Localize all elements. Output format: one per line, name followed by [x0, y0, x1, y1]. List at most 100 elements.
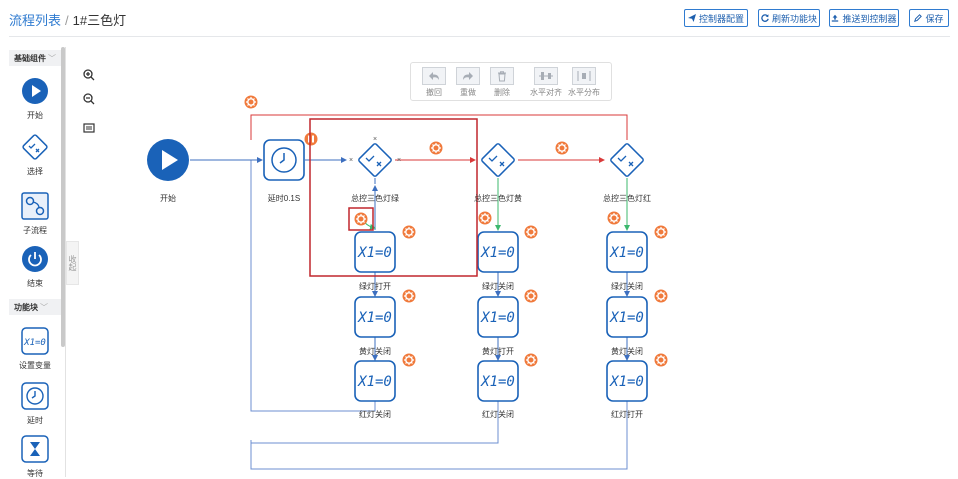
node-block — [477, 360, 519, 402]
controller-config-label: 控制器配置 — [698, 13, 744, 24]
play-icon — [22, 78, 48, 104]
function-blocks-title: 功能块 — [14, 302, 38, 312]
subprocess-icon — [21, 192, 49, 220]
breadcrumb: 流程列表/1#三色灯 — [9, 10, 126, 29]
redo-button[interactable]: 重做 — [453, 67, 483, 98]
palette-item-label: 结束 — [27, 279, 43, 288]
undo-button[interactable]: 撤回 — [419, 67, 449, 98]
svg-text:×: × — [397, 157, 401, 164]
clock-icon — [21, 382, 49, 410]
loop-lines — [250, 114, 628, 470]
palette-scrollbar[interactable] — [61, 47, 65, 347]
set-variable-icon: X1=0 — [21, 327, 49, 355]
controller-config-button[interactable]: 控制器配置 — [684, 9, 748, 27]
save-label: 保存 — [925, 13, 944, 24]
breadcrumb-separator: / — [65, 13, 69, 28]
refresh-blocks-button[interactable]: 刷新功能块 — [758, 9, 820, 27]
save-button[interactable]: 保存 — [909, 9, 949, 27]
push-controller-button[interactable]: 推送到控制器 — [829, 9, 899, 27]
palette-item-label: 选择 — [27, 167, 43, 176]
node-label-block: 绿灯关闭 — [482, 282, 514, 291]
redo-icon — [456, 67, 480, 85]
undo-label: 撤回 — [426, 88, 442, 97]
fit-view-button[interactable] — [82, 121, 96, 135]
chevron-down-icon: ﹀ — [40, 302, 48, 312]
node-label-block: 红灯关闭 — [482, 410, 514, 419]
distribute-horizontal-icon — [572, 67, 596, 85]
node-decision-red — [609, 142, 645, 178]
hourglass-icon — [21, 435, 49, 463]
distribute-horizontal-button[interactable]: 水平分布 — [567, 67, 601, 98]
edit-toolbar: 撤回 重做 删除 水平对齐 水平分布 — [410, 62, 612, 101]
palette-item-choice[interactable]: 选择 — [9, 133, 61, 177]
palette-item-label: 延时 — [27, 416, 43, 425]
node-block — [354, 231, 396, 273]
zoom-out-button[interactable] — [82, 92, 96, 106]
palette-item-wait[interactable]: 等待 — [9, 435, 61, 479]
trash-icon — [490, 67, 514, 85]
page-title: 1#三色灯 — [72, 13, 127, 28]
palette-item-start[interactable]: 开始 — [9, 77, 61, 121]
svg-text:×: × — [349, 157, 353, 164]
delete-button[interactable]: 删除 — [487, 67, 517, 98]
node-label-block: 黄灯打开 — [482, 347, 514, 356]
node-label-block: 绿灯打开 — [359, 282, 391, 291]
svg-text:X1=0: X1=0 — [23, 338, 46, 348]
palette-item-label: 子流程 — [23, 226, 47, 235]
redo-label: 重做 — [460, 88, 476, 97]
node-label-block: 绿灯关闭 — [611, 282, 643, 291]
basic-components-header[interactable]: 基础组件﹀ — [9, 50, 61, 66]
choice-icon — [22, 134, 48, 160]
palette-item-end[interactable]: 结束 — [9, 245, 61, 289]
basic-components-title: 基础组件 — [14, 53, 46, 63]
delete-label: 删除 — [494, 88, 510, 97]
node-label-block: 黄灯关闭 — [359, 347, 391, 356]
collapse-sidebar-button[interactable]: 收起 — [66, 241, 79, 285]
node-label-decision: 总控三色灯绿 — [351, 194, 399, 203]
refresh-blocks-label: 刷新功能块 — [771, 13, 817, 24]
node-block — [354, 360, 396, 402]
selected-gear-box — [348, 207, 374, 231]
node-block — [606, 231, 648, 273]
node-label-delay: 延时0.1S — [267, 194, 301, 203]
push-controller-label: 推送到控制器 — [842, 13, 897, 24]
align-horizontal-icon — [534, 67, 558, 85]
palette-item-label: 等待 — [27, 469, 43, 478]
node-decision-green — [357, 142, 393, 178]
refresh-icon — [761, 14, 769, 22]
palette-item-delay[interactable]: 延时 — [9, 382, 61, 426]
header-divider — [9, 36, 950, 37]
gear-icon — [243, 94, 669, 368]
node-block — [606, 296, 648, 338]
node-label-block: 黄灯关闭 — [611, 347, 643, 356]
node-block — [477, 296, 519, 338]
upload-icon — [832, 14, 839, 22]
pause-icon — [304, 132, 318, 146]
node-label-block: 红灯打开 — [611, 410, 643, 419]
edit-icon — [914, 14, 923, 22]
node-label-decision: 总控三色灯红 — [603, 194, 651, 203]
palette-item-set-variable[interactable]: X1=0 设置变量 — [9, 327, 61, 371]
undo-icon — [422, 67, 446, 85]
power-icon — [22, 246, 48, 272]
palette-item-subprocess[interactable]: 子流程 — [9, 192, 61, 236]
component-palette: 基础组件﹀ 开始 选择 子流程 结束 功能块﹀ X1=0 设置变量 延时 等待 — [9, 47, 66, 479]
function-blocks-header[interactable]: 功能块﹀ — [9, 299, 61, 315]
node-block — [354, 296, 396, 338]
zoom-in-button[interactable] — [82, 68, 96, 82]
send-icon — [687, 14, 696, 22]
align-horizontal-button[interactable]: 水平对齐 — [529, 67, 563, 98]
fit-screen-icon — [83, 123, 95, 133]
zoom-out-icon — [83, 93, 95, 105]
palette-item-label: 开始 — [27, 111, 43, 120]
breadcrumb-root-link[interactable]: 流程列表 — [9, 13, 62, 28]
distribute-horizontal-label: 水平分布 — [568, 88, 600, 97]
node-block — [477, 231, 519, 273]
zoom-in-icon — [83, 69, 95, 81]
node-start — [147, 139, 189, 181]
chevron-down-icon: ﹀ — [48, 53, 56, 63]
palette-item-label: 设置变量 — [19, 361, 51, 370]
node-decision-yellow — [480, 142, 516, 178]
svg-text:×: × — [373, 136, 377, 143]
node-label-decision: 总控三色灯黄 — [474, 194, 522, 203]
